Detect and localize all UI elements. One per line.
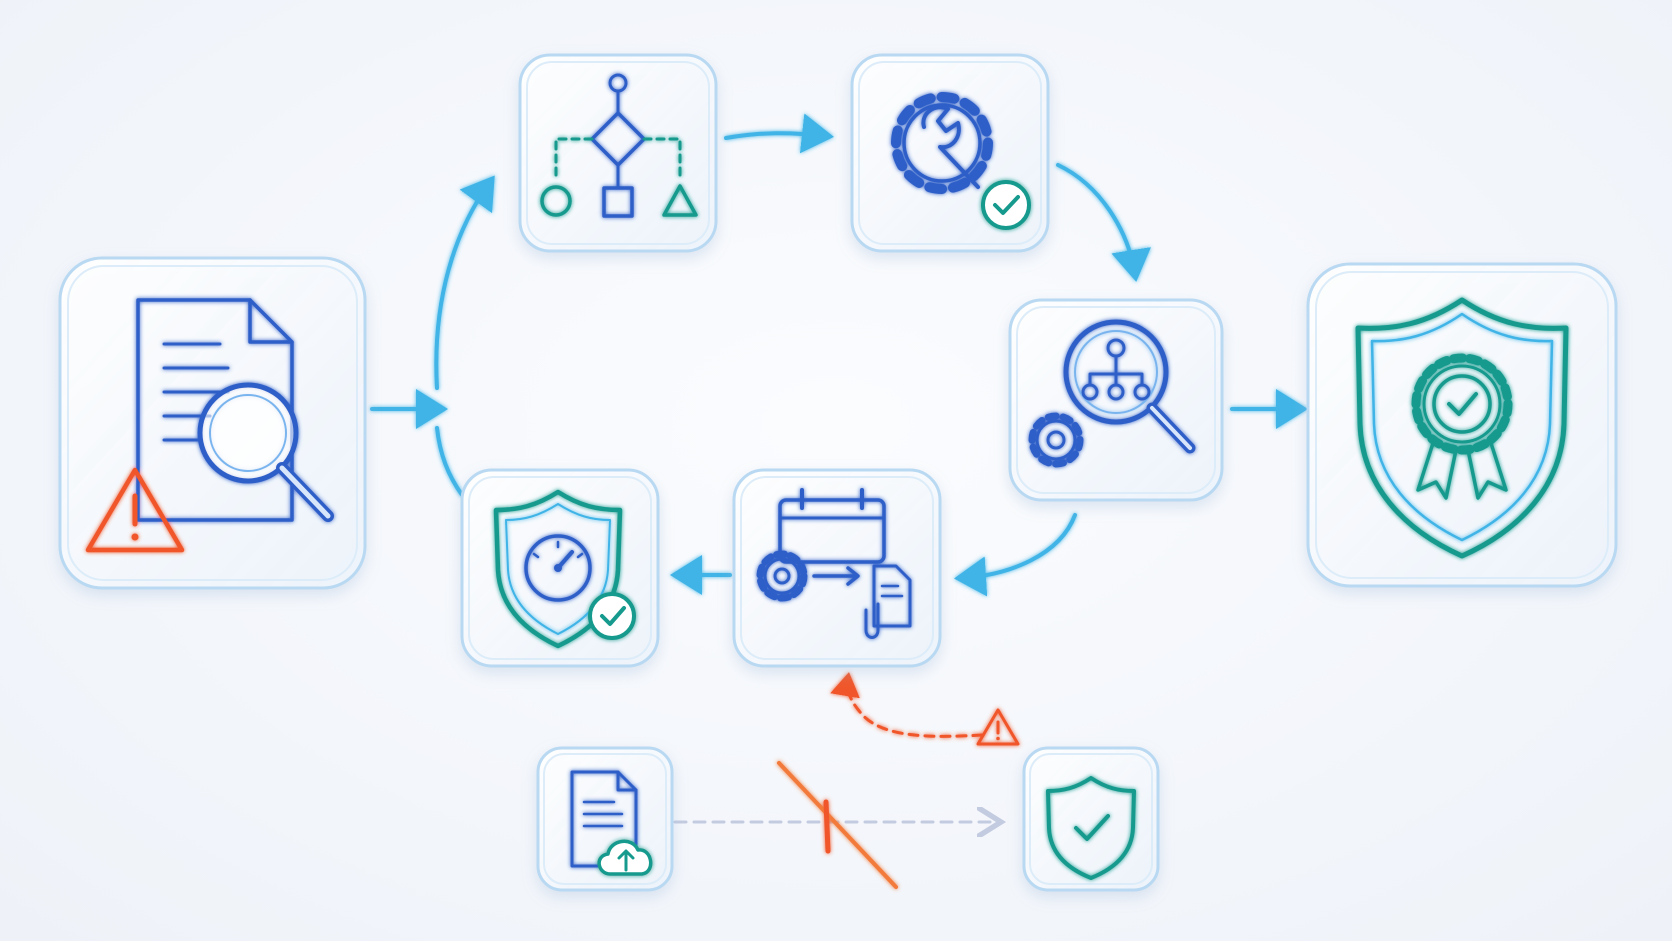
- edge-branch-to-workflow-design: [434, 175, 495, 390]
- node-scheduled-processing[interactable]: [732, 468, 942, 668]
- node-configuration-verified[interactable]: [850, 53, 1050, 253]
- blocked-path: [673, 761, 998, 889]
- document-icon: [872, 564, 912, 628]
- gauge-icon: [524, 534, 592, 602]
- document-magnifier-warning-icon: [85, 298, 334, 553]
- calendar-gear-document-icon: [756, 488, 912, 639]
- shield-check-icon: [1046, 776, 1136, 880]
- calendar-icon: [778, 498, 886, 564]
- check-badge-icon: [981, 180, 1031, 230]
- magnifier-hierarchy-gear-icon: [1028, 319, 1196, 468]
- gear-wrench-check-icon: [891, 92, 1031, 230]
- node-certified-protection[interactable]: [1306, 262, 1618, 588]
- node-workflow-design[interactable]: [518, 53, 718, 253]
- warning-marker: [976, 708, 1020, 746]
- gear-icon: [891, 92, 993, 194]
- tile-frame: [1306, 262, 1618, 588]
- edge-warning-to-scheduled: [830, 672, 984, 738]
- flowchart-icon: [540, 73, 698, 218]
- connectors: [370, 113, 1308, 738]
- edge-hierarchy-to-scheduled: [954, 513, 1077, 597]
- check-badge-icon: [588, 592, 636, 640]
- shield-badge-check-icon: [1355, 297, 1569, 559]
- node-hierarchy-analysis[interactable]: [1008, 298, 1224, 502]
- gear-icon: [1028, 412, 1084, 468]
- node-document-upload[interactable]: [536, 746, 674, 892]
- node-document-review[interactable]: [58, 256, 367, 590]
- node-performance-security[interactable]: [460, 468, 660, 668]
- shield-gauge-check-icon: [493, 489, 636, 649]
- gear-icon: [756, 550, 808, 602]
- tile-frame: [1022, 746, 1160, 892]
- node-protected-target[interactable]: [1022, 746, 1160, 892]
- edge-workflow-to-configuration: [724, 113, 834, 154]
- warning-triangle-icon: [976, 708, 1020, 746]
- edge-performance-to-branch: [435, 426, 464, 497]
- edge-configuration-to-hierarchy: [1056, 163, 1151, 282]
- tile-frame: [518, 53, 718, 253]
- paperclip-icon: [864, 602, 880, 639]
- blocked-mark: [777, 761, 898, 889]
- document-cloud-upload-icon: [570, 770, 653, 876]
